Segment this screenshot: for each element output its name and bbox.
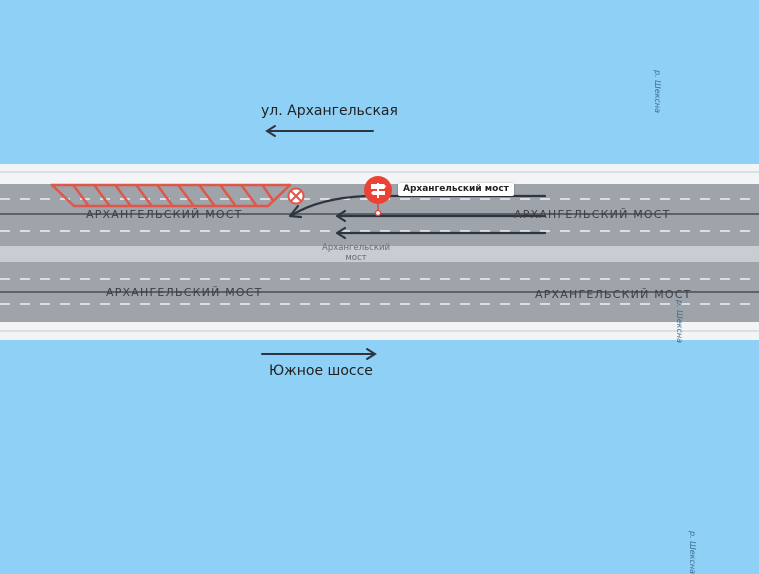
poi-pin[interactable] xyxy=(364,176,392,217)
river-label: р. Шексна xyxy=(675,300,684,344)
bridge-edge-top xyxy=(0,164,759,184)
straight-arrow-head xyxy=(335,209,347,223)
straight-arrow-head xyxy=(335,226,347,240)
road-label-upper-left: АРХАНГЕЛЬСКИЙ МОСТ xyxy=(86,208,243,221)
eastbound-arrow-head xyxy=(366,348,377,360)
road-label-upper-right: АРХАНГЕЛЬСКИЙ МОСТ xyxy=(514,208,671,221)
road-label-lower-right: АРХАНГЕЛЬСКИЙ МОСТ xyxy=(535,288,692,301)
river-label: р. Шексна xyxy=(653,70,662,114)
merge-arrow-head xyxy=(288,204,303,219)
street-label-bottom: Южное шоссе xyxy=(269,363,373,379)
no-entry-icon[interactable] xyxy=(287,187,305,205)
street-label-top: ул. Архангельская xyxy=(261,103,398,119)
westbound-arrow-head xyxy=(265,125,276,137)
bridge-name-label: Архангельский мост xyxy=(322,243,390,263)
median xyxy=(0,246,759,262)
closed-lane-hatch xyxy=(50,183,292,208)
street-direction-arrows xyxy=(261,125,377,360)
poi-name-callout[interactable]: Архангельский мост xyxy=(398,183,514,196)
river-label: р. Шексна xyxy=(688,531,697,574)
road-label-lower-left: АРХАНГЕЛЬСКИЙ МОСТ xyxy=(106,286,263,299)
signpost-icon xyxy=(371,183,386,198)
